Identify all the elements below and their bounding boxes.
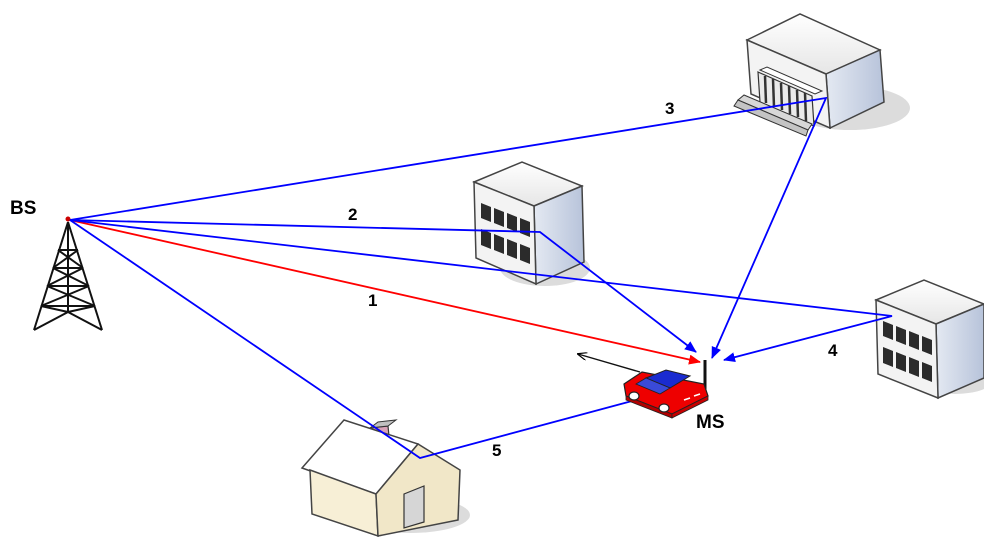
base-station-label: BS xyxy=(10,198,36,219)
path-2-reflected xyxy=(69,219,697,353)
path-3-reflected xyxy=(69,96,828,359)
path-4-label: 4 xyxy=(828,341,838,360)
tower-icon xyxy=(33,216,103,331)
office-building-icon xyxy=(472,161,585,286)
car-icon xyxy=(578,354,709,419)
path-3-label: 3 xyxy=(665,99,674,118)
path-2-label: 2 xyxy=(348,205,357,224)
path-4-reflected xyxy=(69,219,893,363)
office-building-icon xyxy=(874,279,984,400)
columned-building-icon xyxy=(733,13,885,137)
path-1-direct xyxy=(69,219,701,365)
path-5-label: 5 xyxy=(492,441,501,460)
house-icon xyxy=(300,419,461,538)
path-1-label: 1 xyxy=(368,291,377,310)
mobile-station-label: MS xyxy=(696,412,725,433)
path-5-reflected xyxy=(69,219,659,459)
